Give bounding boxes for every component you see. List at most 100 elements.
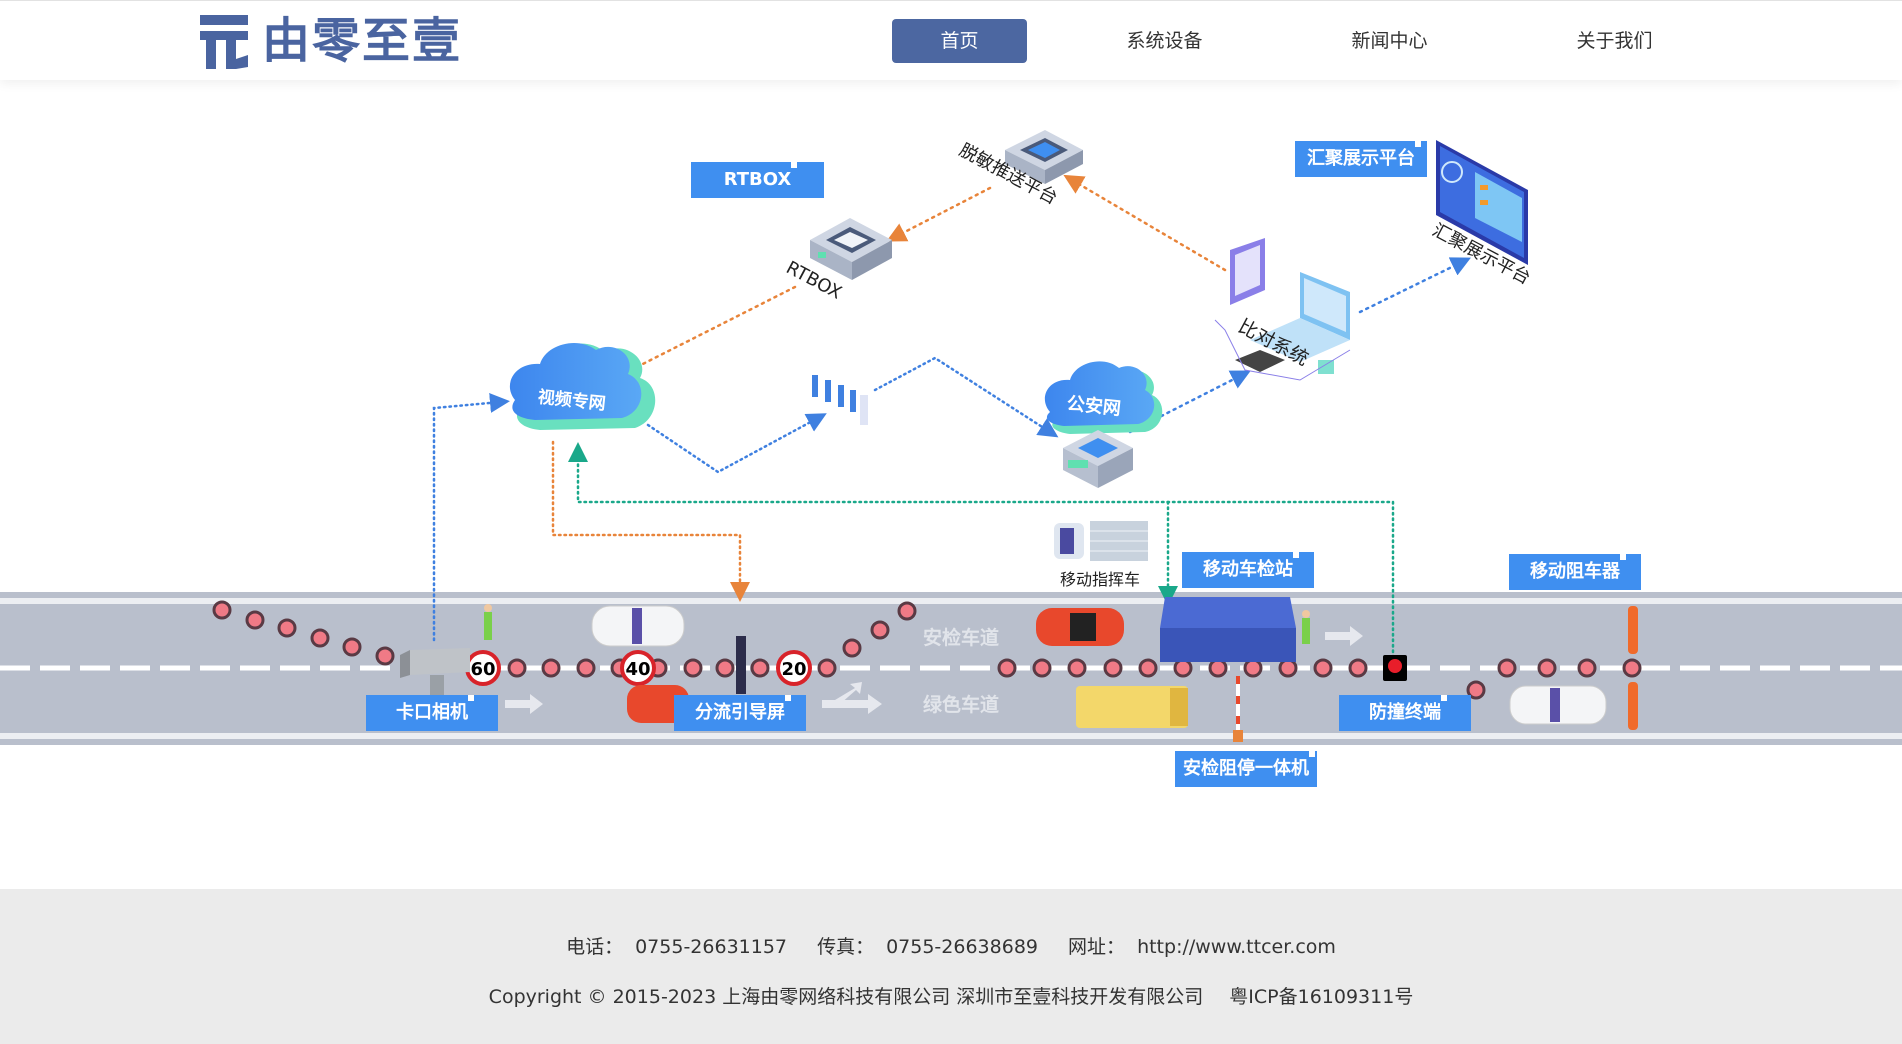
- video-net-cloud-icon: [509, 342, 656, 430]
- nav-news-center[interactable]: 新闻中心: [1351, 30, 1428, 52]
- traffic-cone-icon: [1466, 680, 1486, 700]
- link-video-to-gateway: [646, 413, 827, 474]
- traffic-cone-icon: [576, 658, 596, 678]
- police-car-icon: [591, 605, 685, 647]
- site-link[interactable]: http://www.ttcer.com: [1137, 936, 1336, 958]
- speed-sign-20: 20: [776, 650, 812, 686]
- speed-sign-60-text: 60: [470, 659, 495, 680]
- speed-sign-40: 40: [620, 650, 656, 686]
- link-video-to-diversion: [551, 440, 750, 602]
- road-edge-bottom: [0, 733, 1902, 739]
- traffic-cone-icon: [1577, 658, 1597, 678]
- speed-sign-60: 60: [465, 650, 501, 686]
- traffic-cone-icon: [277, 618, 297, 638]
- icp-link[interactable]: 粤ICP备16109311号: [1229, 986, 1414, 1008]
- command-vehicle-label: 移动指挥车: [1060, 570, 1141, 589]
- fax-value: 0755-26638689: [886, 936, 1038, 958]
- traffic-cone-icon: [1138, 658, 1158, 678]
- anti-collision-terminal-icon: [1383, 655, 1407, 681]
- traffic-officer-icon: [484, 604, 492, 640]
- road-edge-top: [0, 598, 1902, 604]
- footer-fax: 传真： 0755-26638689: [811, 936, 1044, 958]
- traffic-cone-icon: [1278, 658, 1298, 678]
- callout-rtbox: RTBOX: [691, 162, 824, 198]
- speed-sign-40-text: 40: [625, 659, 650, 680]
- phone-value: 0755-26631157: [635, 936, 788, 958]
- traffic-cone-icon: [245, 610, 265, 630]
- lane-arrows: [505, 626, 1363, 714]
- traffic-cone-icon: [212, 600, 232, 620]
- police-car-icon: [1509, 685, 1607, 725]
- diagram-svg: 60 40 20: [0, 130, 1902, 742]
- logo[interactable]: 由零至壹: [200, 13, 462, 69]
- phone-label: 电话：: [566, 936, 624, 958]
- callout-anti-collision: 防撞终端: [1339, 695, 1471, 731]
- traffic-cone-icon: [342, 637, 362, 657]
- copyright-text: Copyright © 2015-2023 上海由零网络科技有限公司 深圳市至壹…: [488, 986, 1204, 1008]
- police-server-icon: [1063, 430, 1133, 488]
- traffic-cone-icon: [1067, 658, 1087, 678]
- mobile-blocker-icon: [1628, 606, 1638, 730]
- police-net-label: 公安网: [1065, 393, 1122, 420]
- footer-copyright: Copyright © 2015-2023 上海由零网络科技有限公司 深圳市至壹…: [0, 982, 1902, 1009]
- link-compare-to-display: [1358, 257, 1471, 314]
- gateway-icon: [812, 375, 868, 425]
- arrow-right-icon: [1325, 626, 1363, 646]
- logo-text: 由零至壹: [262, 13, 463, 69]
- command-vehicle-icon: [1054, 521, 1148, 561]
- traffic-cone-icon: [715, 658, 735, 678]
- traffic-cone-icon: [1497, 658, 1517, 678]
- callout-display-platform: 汇聚展示平台: [1295, 141, 1427, 177]
- traffic-cone-icon: [870, 620, 890, 640]
- rtbox-device-icon: [810, 218, 892, 280]
- display-platform-icon: [1436, 140, 1528, 265]
- link-compare-to-desensitize: [1063, 174, 1227, 272]
- footer-site: 网址： http://www.ttcer.com: [1062, 936, 1342, 958]
- link-gateway-to-police: [873, 356, 1059, 438]
- traffic-cone-icon: [310, 628, 330, 648]
- callout-barrier-unit: 安检阻停一体机: [1175, 751, 1317, 787]
- callout-mobile-station: 移动车检站: [1182, 552, 1314, 588]
- link-devices-to-video-net: [568, 442, 1395, 665]
- mobile-inspection-station-icon: [1160, 597, 1296, 662]
- compare-system-icon: [1214, 238, 1351, 381]
- traffic-cone-icon: [1103, 658, 1123, 678]
- traffic-cone-icon: [997, 658, 1017, 678]
- traffic-cone-icon: [1208, 658, 1228, 678]
- checkpoint-camera-icon: [400, 648, 470, 700]
- arrow-diverge-icon: [822, 682, 882, 714]
- nav-about-us[interactable]: 关于我们: [1576, 30, 1653, 52]
- traffic-cone-icon: [683, 658, 703, 678]
- speed-sign-20-text: 20: [781, 659, 806, 680]
- green-lane-label: 绿色车道: [923, 694, 1000, 716]
- traffic-cone-icon: [750, 658, 770, 678]
- traffic-cone-icon: [1173, 658, 1193, 678]
- traffic-cone-icon: [507, 658, 527, 678]
- site-label: 网址：: [1068, 936, 1126, 958]
- traffic-cone-icon: [1243, 658, 1263, 678]
- traffic-cone-icon: [1348, 658, 1368, 678]
- site-footer: 电话： 0755-26631157 传真： 0755-26638689 网址： htt…: [0, 889, 1902, 1044]
- arrow-right-icon: [505, 694, 543, 714]
- red-sports-car-icon: [1036, 608, 1124, 646]
- site-header: 由零至壹 首页 系统设备 新闻中心 关于我们: [0, 0, 1902, 80]
- traffic-cone-icon: [1313, 658, 1333, 678]
- fax-label: 传真：: [817, 936, 875, 958]
- barrier-gate-icon: [1233, 676, 1243, 742]
- traffic-cone-icon: [1032, 658, 1052, 678]
- nav-system-devices[interactable]: 系统设备: [1126, 30, 1203, 52]
- callout-diversion-screen: 分流引导屏: [674, 695, 806, 731]
- footer-phone: 电话： 0755-26631157: [560, 936, 793, 958]
- link-rtbox-to-video-net: [616, 285, 797, 378]
- traffic-cone-icon: [375, 646, 395, 666]
- police-net-cloud-icon: [1044, 361, 1163, 434]
- security-lane-label: 安检车道: [923, 627, 1000, 649]
- link-camera-to-video-net: [432, 392, 510, 642]
- traffic-cone-icon: [1537, 658, 1557, 678]
- callout-mobile-blocker: 移动阻车器: [1509, 554, 1641, 590]
- red-car-icon: [627, 685, 689, 723]
- traffic-officer-icon: [1302, 610, 1310, 644]
- logo-mark-icon: [200, 15, 248, 69]
- nav-home[interactable]: 首页: [892, 19, 1027, 63]
- footer-contact: 电话： 0755-26631157 传真： 0755-26638689 网址： htt…: [0, 932, 1902, 959]
